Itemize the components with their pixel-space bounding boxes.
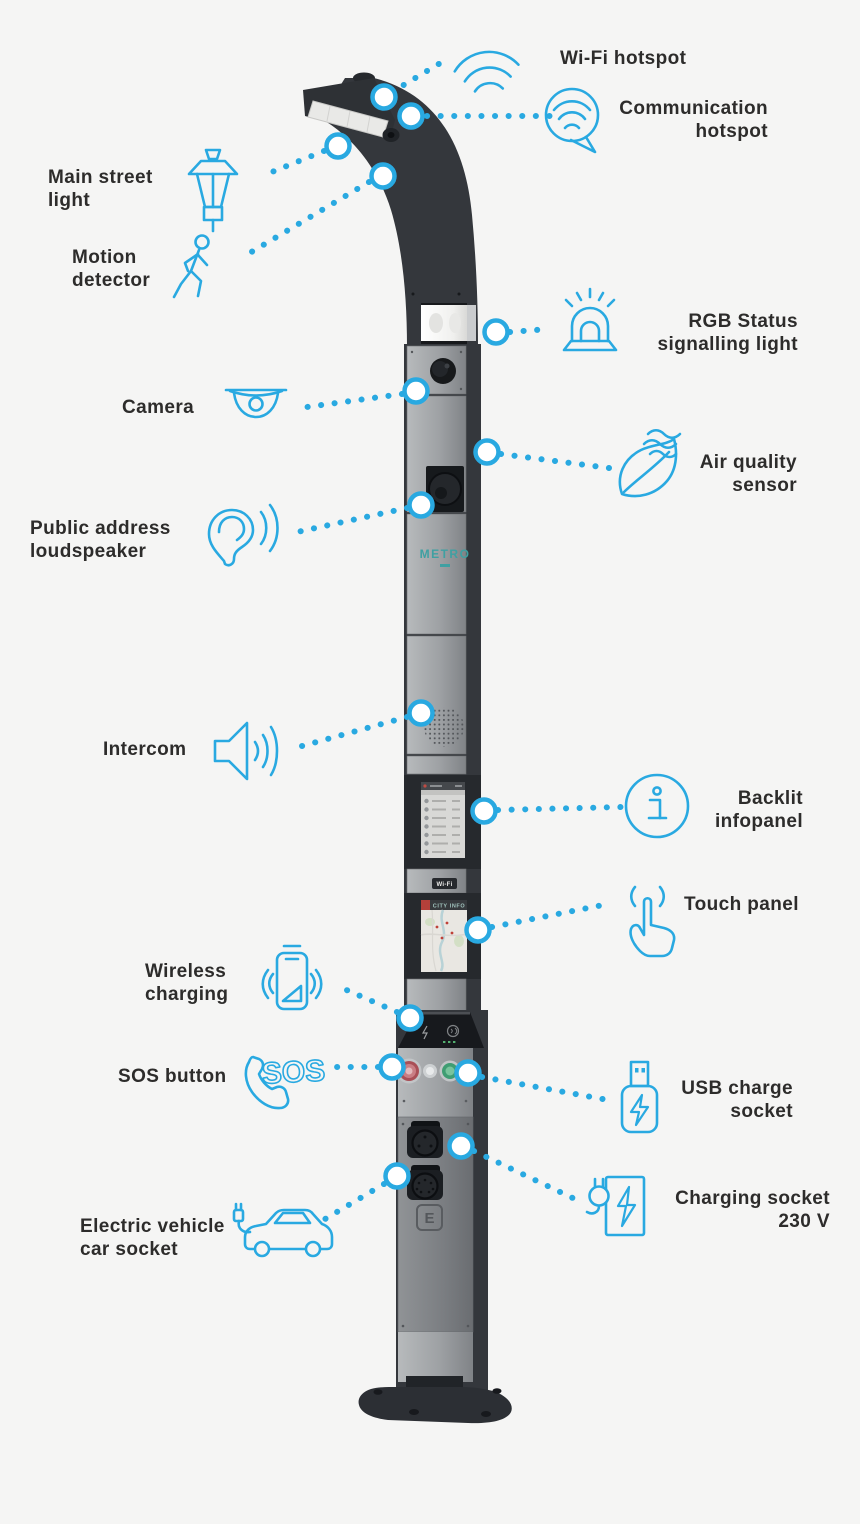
anchor-public-address (407, 491, 435, 519)
ev-socket-1 (407, 1121, 443, 1158)
label-main-street-light: Main street light (48, 167, 153, 211)
label-air-quality-sensor: Air quality sensor (699, 452, 797, 496)
dotted-line-intercom (299, 714, 410, 749)
label-touch-panel: Touch panel (684, 894, 799, 915)
rgb-light-band (421, 303, 476, 344)
infopanel-screen (404, 775, 481, 869)
dotted-line-public-address (285, 505, 410, 537)
label-public-address-loudspeaker: Public address loudspeaker (30, 518, 171, 562)
manufacturer-logo: E (416, 1204, 443, 1231)
sos-phone-icon: SOS (244, 1054, 327, 1110)
anchor-wifi-hotspot (370, 83, 398, 111)
wireless-charging-phone-icon (261, 944, 323, 1011)
dotted-line-main-street-light (259, 148, 327, 179)
walking-person-icon (172, 234, 210, 299)
anchor-main-street-light (324, 132, 352, 160)
touchscreen-title-text: CITY INFO (433, 904, 466, 910)
dotted-line-backlit-infopanel (495, 804, 625, 813)
usb-stick-icon (620, 1060, 659, 1134)
leaf-wind-icon (618, 428, 682, 498)
beacon-light-icon (562, 287, 618, 352)
callout-anchors (324, 83, 510, 1190)
label-motion-detector: Motion detector (72, 247, 151, 291)
dotted-line-wireless-charging (339, 985, 400, 1015)
anchor-communication-hotspot (397, 102, 425, 130)
wifi-badge: Wi-Fi (432, 878, 457, 889)
anchor-touch-panel (464, 916, 492, 944)
pole: METRO (303, 72, 512, 1424)
callout-lines (240, 56, 625, 1225)
anchor-motion-detector (369, 162, 397, 190)
label-electric-vehicle-car-socket: Electric vehicle car socket (80, 1216, 225, 1260)
ear-sound-icon (207, 503, 279, 567)
anchor-charging-socket (447, 1132, 475, 1160)
dotted-line-camera (304, 391, 405, 410)
label-sos-button: SOS button (118, 1066, 227, 1087)
metro-branding-panel: METRO (406, 513, 471, 635)
label-backlit-infopanel: Backlit infopanel (714, 788, 803, 832)
anchor-rgb-status (482, 318, 510, 346)
metro-brand-text: METRO (420, 547, 471, 561)
ev-car-icon (232, 1202, 334, 1258)
label-charging-socket-230v: Charging socket 230 V (675, 1188, 830, 1232)
base-plate (358, 1387, 512, 1424)
dotted-line-wifi-hotspot (389, 56, 450, 95)
dotted-line-motion-detector (240, 179, 372, 260)
sos-icon-text: SOS (261, 1054, 326, 1090)
anchor-wireless-charging (396, 1004, 424, 1032)
dotted-line-charging-socket (471, 1148, 580, 1203)
wifi-badge-text: Wi-Fi (436, 882, 452, 888)
label-intercom: Intercom (103, 739, 187, 760)
communication-bubble-icon (544, 87, 600, 154)
street-lamp-icon (187, 148, 239, 233)
infopanel-list-rows (424, 798, 460, 855)
wifi-icon (453, 50, 520, 93)
dotted-line-rgb-status (507, 326, 552, 335)
dotted-line-ev-car-socket (317, 1181, 387, 1225)
intercom-speaker-grille (406, 635, 467, 755)
ev-socket-2 (407, 1165, 443, 1200)
anchor-intercom (407, 699, 435, 727)
label-wifi-hotspot: Wi-Fi hotspot (560, 48, 687, 69)
touchscreen-map (420, 909, 468, 972)
label-wireless-charging: Wireless charging (145, 961, 229, 1005)
dome-camera-icon (224, 388, 288, 419)
anchor-ev-car-socket (383, 1162, 411, 1190)
label-usb-charge-socket: USB charge socket (681, 1078, 793, 1122)
dotted-line-touch-panel (489, 901, 611, 930)
pole-curved-arm (320, 78, 478, 346)
label-rgb-status-light: RGB Status signalling light (657, 311, 798, 355)
touch-hand-icon (629, 885, 676, 958)
label-communication-hotspot: Communication hotspot (619, 98, 768, 142)
plug-lightning-icon (585, 1175, 646, 1237)
anchor-backlit-infopanel (470, 797, 498, 825)
anchor-air-quality (473, 438, 501, 466)
dotted-line-air-quality (498, 451, 612, 471)
anchor-camera (402, 377, 430, 405)
info-circle-icon (624, 773, 690, 839)
manufacturer-logo-text: E (424, 1210, 434, 1227)
call-button (423, 1064, 437, 1078)
dotted-line-usb-charge (479, 1074, 611, 1103)
anchor-usb-charge (454, 1059, 482, 1087)
loudspeaker-icon (213, 721, 279, 781)
anchor-sos-button (378, 1053, 406, 1081)
label-camera: Camera (122, 397, 195, 418)
